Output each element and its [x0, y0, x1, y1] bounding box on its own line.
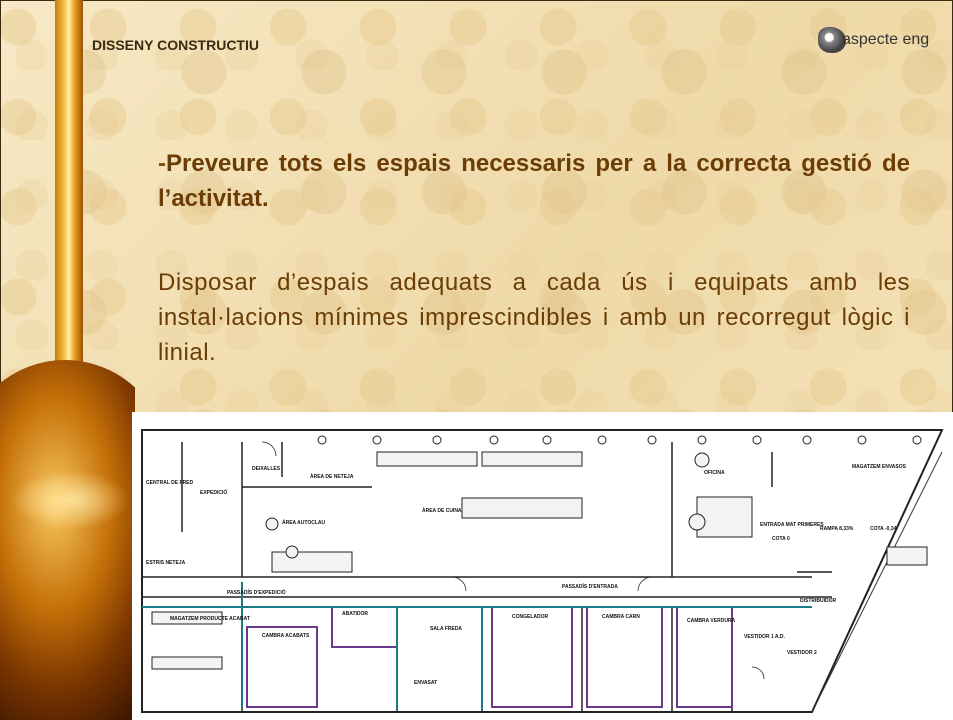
door-swings	[261, 441, 765, 680]
bullet-dash: -	[158, 150, 166, 177]
label-distribuidor: DISTRIBUIDOR	[800, 598, 837, 604]
label-area-neteja: ÀREA DE NETEJA	[310, 473, 354, 480]
label-entrada-mat: ENTRADA MAT PRIMERES	[760, 522, 824, 528]
honey-drip-decoration	[0, 0, 135, 720]
label-rampa: RAMPA 8,33%	[820, 526, 854, 532]
floor-plan: CENTRAL DE FRED EXPEDICIÓ DEIXALLES ÀREA…	[132, 412, 953, 720]
label-area-autoclau: ÀREA AUTOCLAU	[282, 519, 326, 526]
label-vestidor-2: VESTIDOR 2	[787, 650, 817, 656]
label-deixalles: DEIXALLES	[252, 466, 281, 472]
label-cota-neg: COTA -0,34	[870, 526, 897, 532]
label-congelador: CONGELADOR	[512, 614, 549, 620]
diagonal-wall	[811, 451, 943, 713]
interior-walls	[142, 442, 832, 712]
company-logo: aspecte eng	[818, 27, 929, 53]
label-envasat: ENVASAT	[414, 680, 437, 686]
bullet-point: -Preveure tots els espais necessaris per…	[158, 146, 910, 216]
cold-room-outlines	[246, 606, 733, 708]
section-title: DISSENY CONSTRUCTIU	[92, 37, 259, 53]
label-area-cuina: ÀREA DE CUINA	[422, 507, 462, 514]
column-markers	[317, 435, 922, 445]
body-paragraph: Disposar d’espais adequats a cada ús i e…	[158, 269, 910, 366]
outer-wall	[141, 429, 944, 713]
teal-partitions	[142, 582, 812, 710]
honey-pool	[0, 360, 135, 720]
label-cambra-acabats: CAMBRA ACABATS	[262, 633, 310, 639]
label-cota-0: COTA 0	[772, 536, 790, 542]
logo-emblem-icon	[818, 27, 846, 53]
label-abatidor: ABATIDOR	[342, 611, 368, 617]
logo-text: aspecte eng	[842, 31, 930, 48]
label-cambra-carn: CAMBRA CARN	[602, 614, 640, 620]
label-sala-freda: SALA FREDA	[430, 626, 462, 632]
label-magatzem-envasos: MAGATZEM ENVASOS	[852, 464, 907, 470]
label-expedicio: EXPEDICIÓ	[200, 488, 227, 496]
label-vestidor-1: VESTIDOR 1 A.D.	[744, 634, 786, 640]
room-labels: CENTRAL DE FRED EXPEDICIÓ DEIXALLES ÀREA…	[146, 464, 907, 686]
label-estris-neteja: ESTRIS NETEJA	[146, 560, 186, 566]
honey-highlight	[10, 470, 130, 530]
bullet-text: Preveure tots els espais necessaris per …	[158, 150, 910, 212]
label-oficina: OFICINA	[704, 470, 725, 476]
label-cambra-verdura: CAMBRA VERDURA	[687, 618, 736, 624]
label-magatzem-producte: MAGATZEM PRODUCTE ACABAT	[170, 616, 250, 622]
label-passadis-entrada: PASSADÍS D'ENTRADA	[562, 582, 618, 590]
equipment	[151, 451, 928, 670]
label-passadis-expedicio: PASSADÍS D'EXPEDICIÓ	[227, 588, 286, 596]
honey-stream	[55, 0, 83, 430]
label-central-fred: CENTRAL DE FRED	[146, 480, 194, 486]
floor-plan-drawing: CENTRAL DE FRED EXPEDICIÓ DEIXALLES ÀREA…	[141, 429, 944, 713]
